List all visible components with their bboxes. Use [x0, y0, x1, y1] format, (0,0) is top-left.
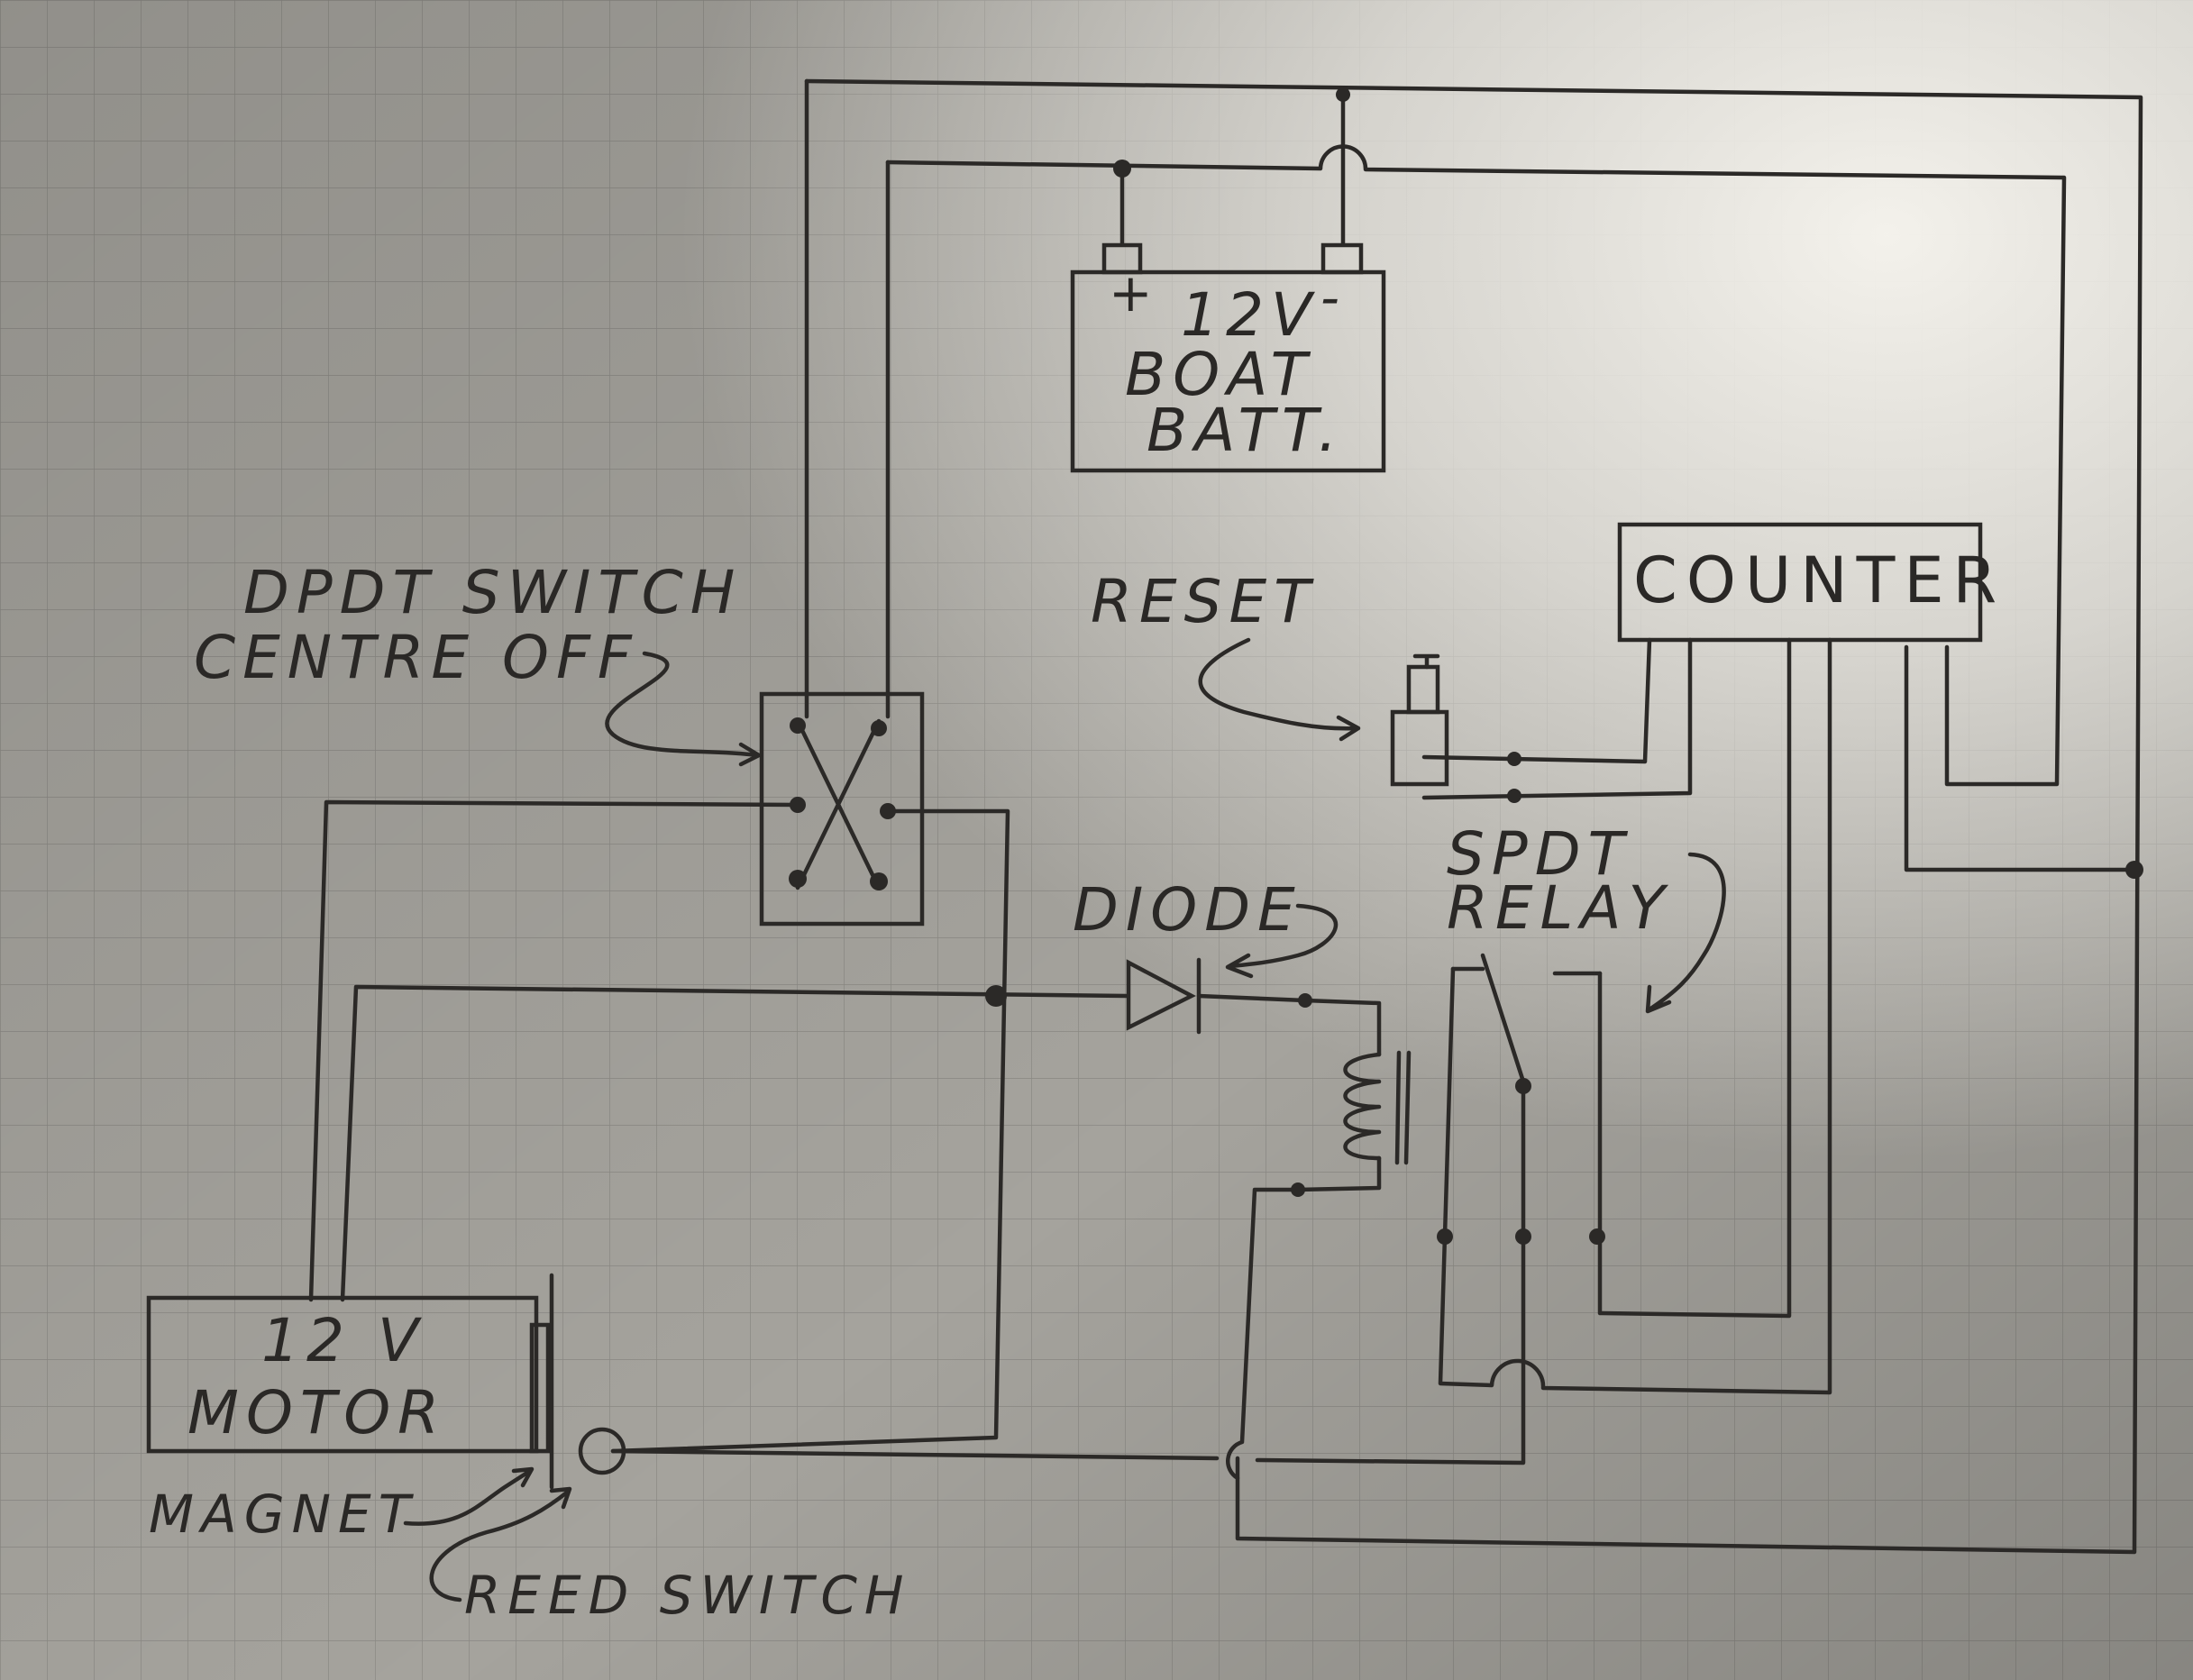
- battery-voltage-label: 12V: [1181, 280, 1319, 350]
- wire-battery-positive: [885, 144, 2067, 787]
- junction-dot: [985, 985, 1007, 1007]
- counter-label: COUNTER: [1633, 543, 2006, 617]
- dpdt-switch-body: [759, 691, 925, 927]
- reset-terminal: [1507, 752, 1521, 766]
- relay-pivot: [1515, 1078, 1531, 1094]
- reed-switch-label: REED SWITCH: [464, 1565, 911, 1626]
- diode-triangle: [1126, 959, 1196, 1031]
- dpdt-label-line1: DPDT SWITCH: [243, 558, 742, 627]
- dpdt-switch: [759, 691, 925, 927]
- dpdt-cross-b: [795, 718, 882, 890]
- battery-plus-label: +: [1109, 262, 1160, 324]
- battery-minus-label: -: [1320, 267, 1347, 328]
- battery: + - 12V BOAT BATT.: [1070, 242, 1386, 473]
- reset-label: RESET: [1091, 567, 1317, 636]
- dpdt-terminal: [789, 870, 807, 888]
- reed-switch-pointer-arrow: [429, 1486, 572, 1602]
- relay-terminal: [1589, 1228, 1605, 1245]
- wire-reed-to-relay: [610, 1079, 1526, 1465]
- counter-body: [1617, 522, 1983, 643]
- magnet-label: MAGNET: [149, 1484, 417, 1545]
- motor-body: [146, 1295, 539, 1454]
- wire-reset-to-counter-a: [1421, 637, 1652, 764]
- motor: 12 V MOTOR: [146, 1273, 626, 1490]
- motor-label-line2: MOTOR: [187, 1378, 446, 1447]
- spdt-relay: [1113, 87, 2143, 1245]
- wire-relay-right-leg: [1597, 637, 1792, 1319]
- dpdt-terminal: [880, 803, 896, 819]
- battery-negative-post: [1320, 242, 1364, 275]
- junction-dot: [1113, 160, 1131, 178]
- wire-top-rail: [804, 78, 2143, 1555]
- relay-terminal: [1515, 1228, 1531, 1245]
- wire-motor-to-diode: [340, 984, 1129, 1302]
- wire-relay-left-leg: [1438, 637, 1832, 1395]
- relay-pointer-arrow: [1645, 852, 1726, 1014]
- reset-button-top: [1412, 653, 1440, 670]
- diode: [985, 957, 1312, 1197]
- wire-diode-to-coil: [1196, 993, 1382, 1057]
- reset-pointer-arrow: [1198, 637, 1361, 742]
- reset-button-cap: [1406, 664, 1440, 715]
- junction-dot: [1336, 87, 1350, 102]
- magnet-pointer-arrow: [403, 1466, 535, 1526]
- motor-label-line1: 12 V: [261, 1306, 425, 1375]
- dpdt-terminal: [790, 797, 806, 813]
- junction-dot: [1291, 1182, 1305, 1197]
- reed-switch-contact: [578, 1427, 626, 1475]
- dpdt-terminal: [871, 720, 887, 736]
- reset-terminal: [1507, 789, 1521, 803]
- battery-body: [1070, 269, 1386, 473]
- magnet: [529, 1322, 551, 1454]
- wiring: [308, 78, 2143, 1555]
- junction-dot: [1298, 993, 1312, 1008]
- dpdt-label-line2: CENTRE OFF: [194, 623, 639, 692]
- relay-label-line1: SPDT: [1447, 819, 1631, 889]
- wire-dpdt-to-motor-a: [308, 799, 800, 1302]
- wire-coil-to-loop: [1226, 1155, 1382, 1481]
- diode-pointer-arrow: [1225, 903, 1339, 979]
- relay-coil-winding: [1343, 1052, 1382, 1161]
- relay-core: [1394, 1050, 1412, 1165]
- junction-dot: [2125, 861, 2143, 879]
- relay-terminal: [1437, 1228, 1453, 1245]
- wire-dpdt-to-junction: [610, 808, 1010, 1454]
- relay-label-line2: RELAY: [1447, 873, 1672, 943]
- relay-armature: [1480, 953, 1526, 1084]
- reset-button: [1390, 653, 1521, 803]
- dpdt-pointer-arrow: [605, 651, 762, 767]
- dpdt-terminal: [870, 872, 888, 890]
- counter: COUNTER: [1617, 522, 2006, 643]
- battery-label-line2: BOAT: [1125, 340, 1314, 409]
- relay-coil: [1343, 1050, 1412, 1165]
- dpdt-terminal: [790, 717, 806, 734]
- wire-counter-to-rail: [1904, 644, 2139, 872]
- annotations: DPDT SWITCH CENTRE OFF RESET DIODE SPDT …: [149, 558, 1726, 1626]
- battery-positive-post: [1101, 242, 1143, 275]
- diode-label: DIODE: [1073, 875, 1302, 945]
- battery-label-line3: BATT.: [1147, 396, 1344, 465]
